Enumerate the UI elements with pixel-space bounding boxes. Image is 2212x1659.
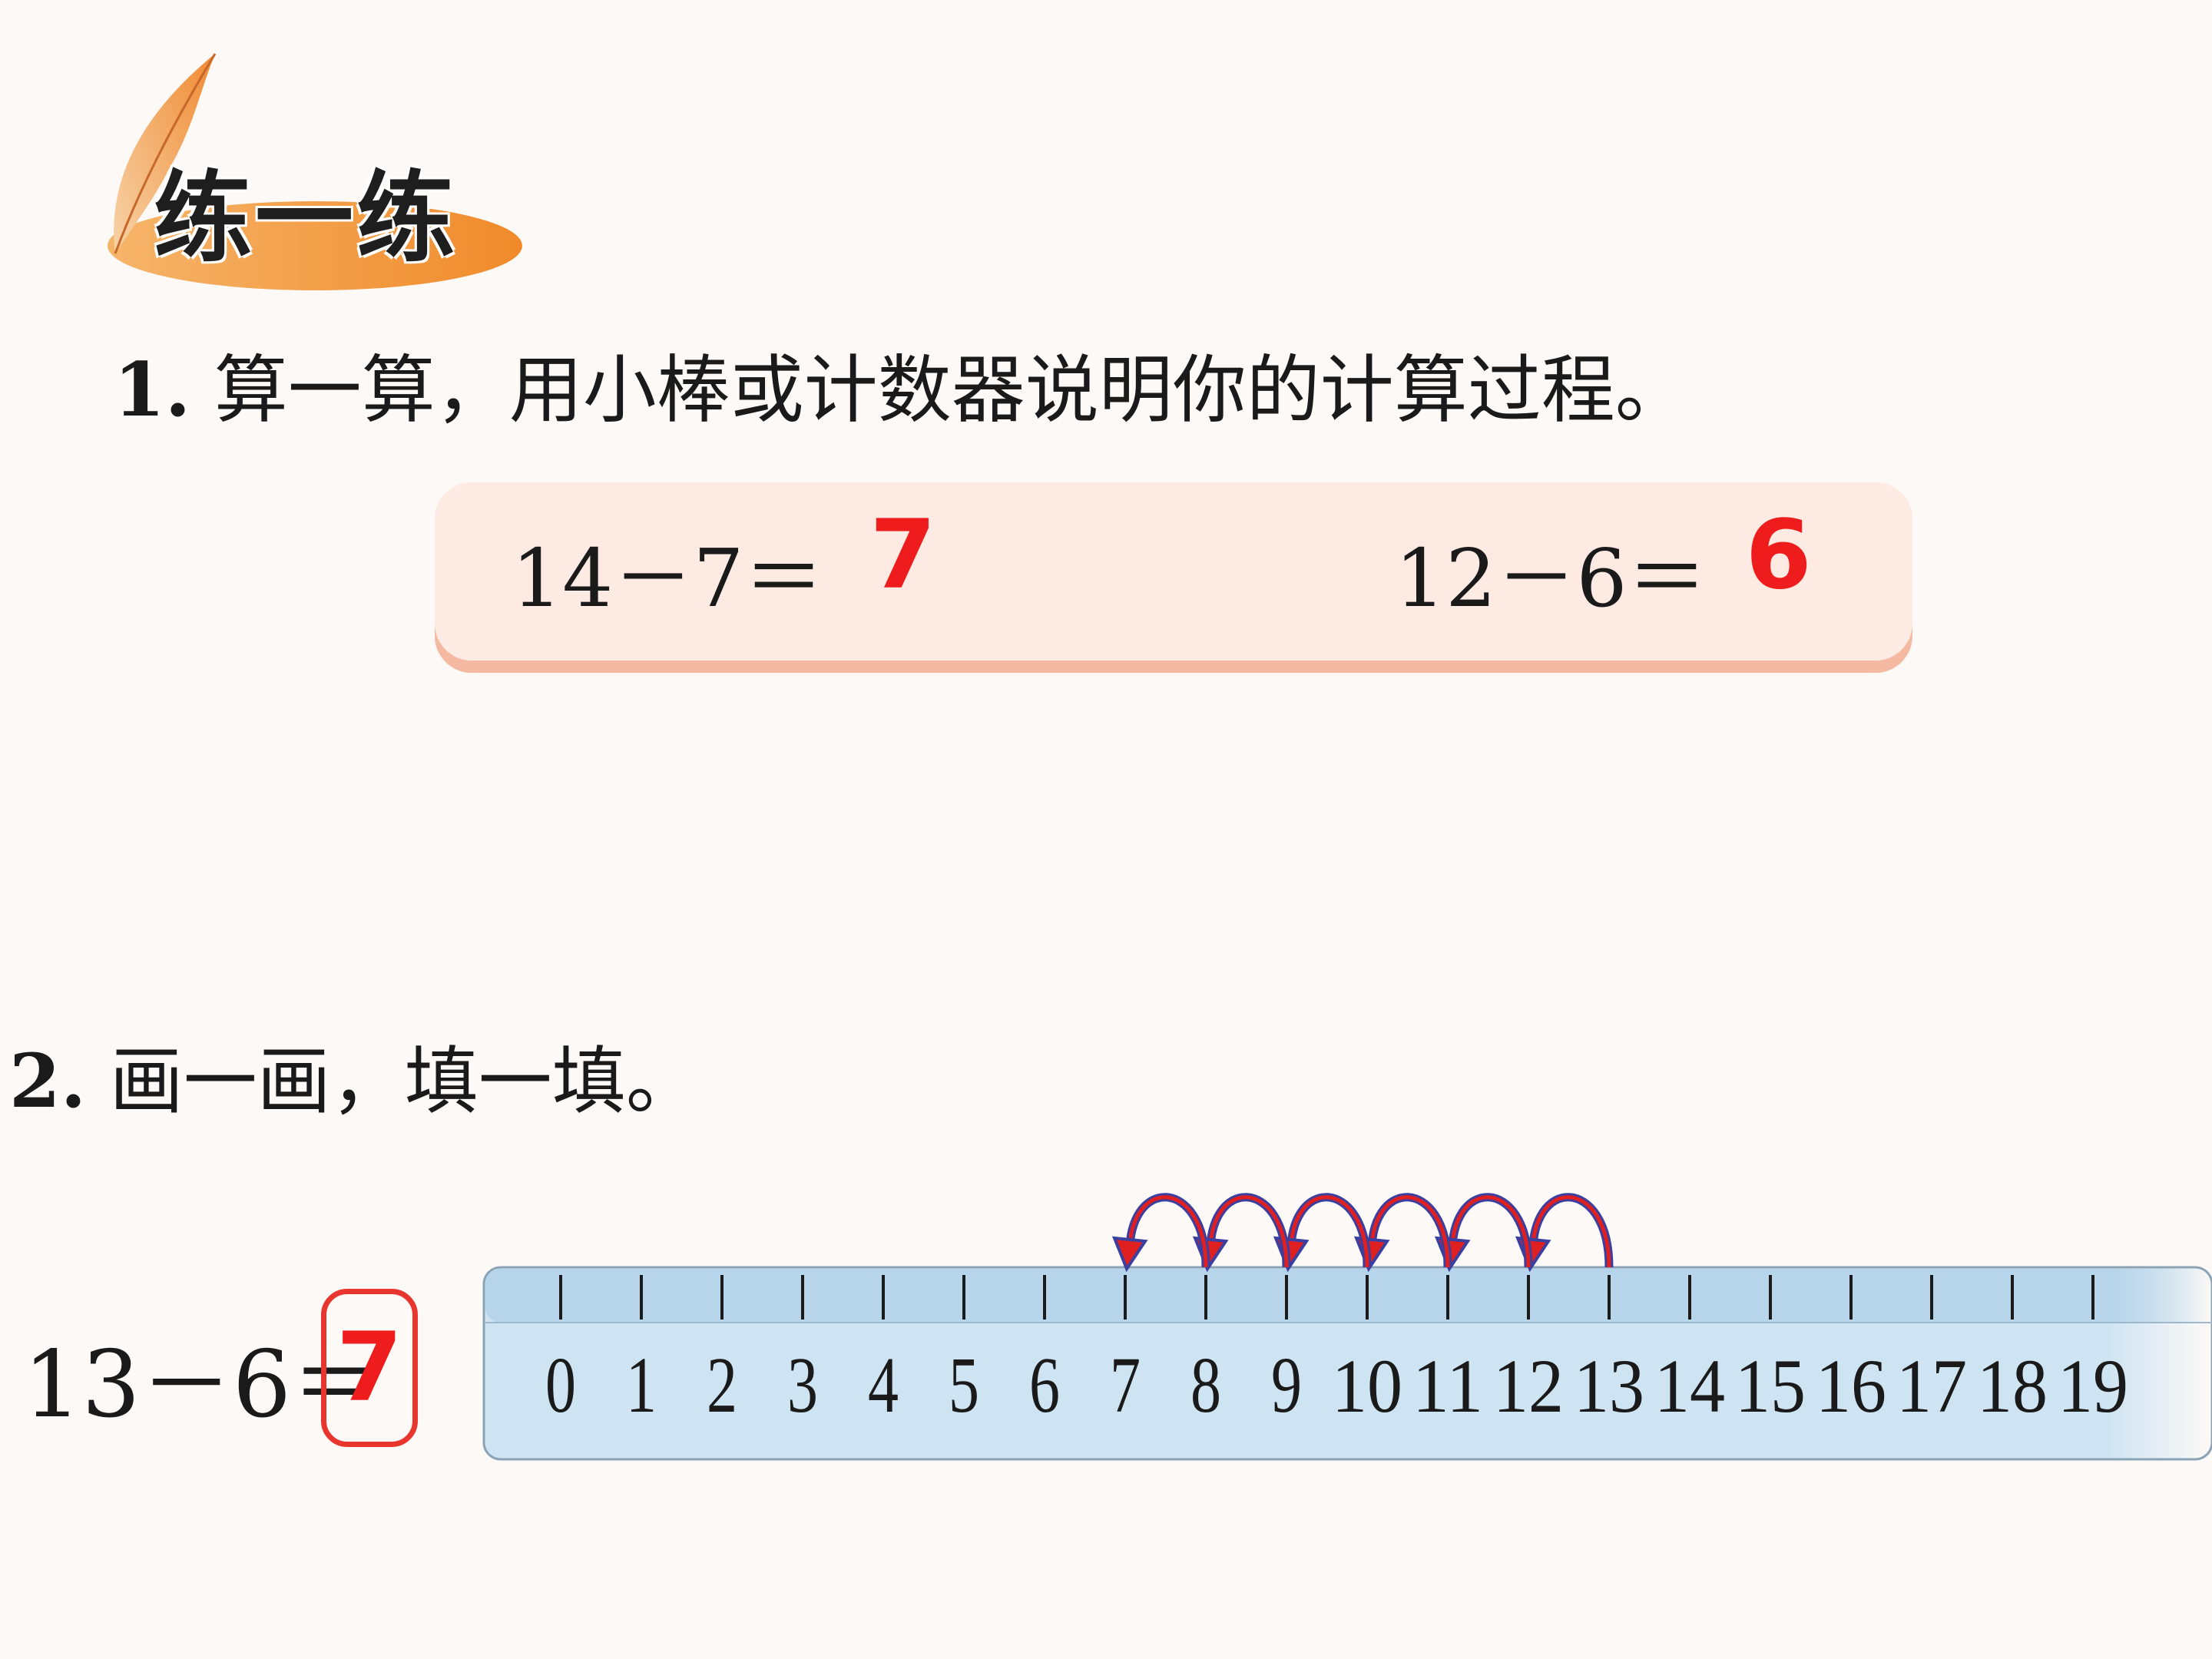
tick-label: 17 <box>1896 1343 1967 1429</box>
tick-label: 13 <box>1574 1343 1644 1429</box>
equation-1: 14－7＝ 7 <box>512 500 936 629</box>
equation-panel: 14－7＝ 7 12－6＝ 6 <box>435 482 1912 661</box>
question-1: 1. 算一算，用小棒或计数器说明你的计算过程。 <box>114 330 1689 437</box>
page-title: 练一练 <box>154 161 459 276</box>
hop-arrow <box>1192 1193 1291 1273</box>
tick-label: 2 <box>707 1341 737 1429</box>
tick-label: 6 <box>1029 1341 1060 1429</box>
question-1-text: 算一算，用小棒或计数器说明你的计算过程。 <box>214 347 1689 433</box>
feather-icon <box>108 53 522 290</box>
question-2: 2. 画一画，填一填。 <box>9 1022 700 1128</box>
badge-ellipse <box>108 201 522 290</box>
equation-1-answer: 7 <box>869 500 936 611</box>
tick-label: 7 <box>1110 1341 1141 1429</box>
equation-1-expr: 14－7＝ <box>512 531 824 625</box>
tick-label: 18 <box>1977 1343 2048 1429</box>
tick-label: 14 <box>1654 1343 1725 1429</box>
tick-label: 4 <box>868 1341 899 1429</box>
tick-label: 9 <box>1271 1341 1302 1429</box>
hop-arrow <box>1111 1193 1210 1273</box>
section-header: 练一练 <box>100 46 530 292</box>
tick-label: 19 <box>2058 1343 2128 1429</box>
feather-shape <box>114 54 215 253</box>
tick-label: 3 <box>787 1341 818 1429</box>
question-2-text: 画一画，填一填。 <box>109 1038 700 1124</box>
tick-label: 1 <box>626 1341 657 1429</box>
ruler-top <box>485 1269 2212 1323</box>
question-2-number: 2. <box>9 1038 87 1124</box>
equation-3-answer: 7 <box>336 1313 403 1423</box>
question-1-number: 1. <box>114 346 191 433</box>
equation-2-expr: 12－6＝ <box>1395 531 1707 625</box>
equation-2-answer: 6 <box>1745 500 1812 611</box>
tick-label: 16 <box>1816 1343 1886 1429</box>
equation-2: 12－6＝ 6 <box>1395 500 1812 629</box>
tick-label: 10 <box>1332 1343 1402 1429</box>
tick-label: 15 <box>1735 1343 1806 1429</box>
tick-label: 11 <box>1412 1343 1483 1429</box>
tick-label: 12 <box>1493 1343 1564 1429</box>
tick-label: 8 <box>1190 1341 1221 1429</box>
tick-label: 5 <box>949 1341 979 1429</box>
tick-label: 0 <box>545 1341 576 1429</box>
answer-box: 7 <box>321 1289 418 1447</box>
